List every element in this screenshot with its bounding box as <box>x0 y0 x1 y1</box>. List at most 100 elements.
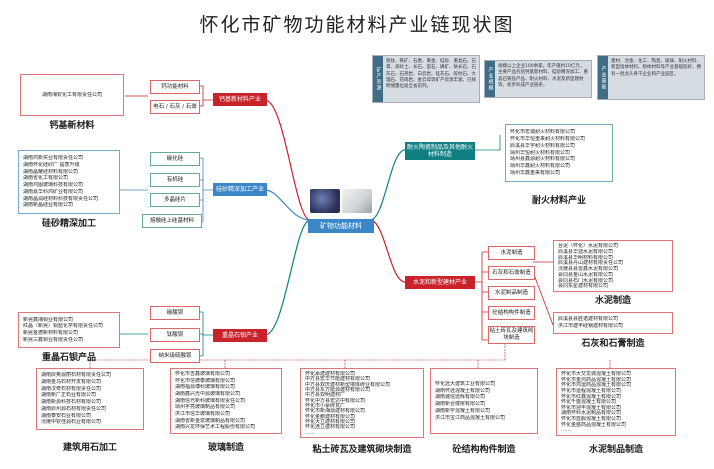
company-name: 湖南泰安石业有限公司 <box>41 412 92 419</box>
company-box-concrete-structure: 怀化远大建筑工业有限公司 湖南怀远混凝土有限公司 湖南诚信远辉有限公司 湖南新合… <box>430 368 538 434</box>
group-label-glass: 玻璃制造 <box>207 443 244 453</box>
company-name: 辰溪县华宇耐火材料有限公司 <box>510 142 576 149</box>
company-box-glass: 怀化市吉鑫玻璃有限公司 怀化市信德泰玻璃有限公司 湖南福源博科玻璃有限公司 湖南… <box>170 368 282 434</box>
company-name: 湖南嘉华科鸿矿业有限公司 <box>23 188 84 195</box>
company-box-cement-products: 怀化市大交龙城混凝土有限公司 怀化市金鸿商品混凝土有限公司 怀化市鸿运商品混凝土… <box>556 368 676 436</box>
company-name: 辰溪县华明材料有限公司 <box>558 254 614 261</box>
company-name: 怀化市鸿运商品混凝土有限公司 <box>561 382 632 388</box>
company-name: 怀化金盛商品混凝土有限公司 <box>561 421 627 428</box>
category-silica[interactable]: 硅砂精深加工产业 <box>213 183 267 196</box>
company-name: 湖南晶耀硅材料有限公司 <box>23 168 79 175</box>
company-box-stone: 湖南辰奥源丽石材有限责任公司 湖南金马石材开发有限公司 湖南汉奇石材有限责任公司… <box>36 368 144 430</box>
company-name: 怀化市新湘源建材有限公司 <box>305 408 366 414</box>
leaf-silica-3[interactable]: 多晶硅片 <box>150 193 200 207</box>
company-name: 湖南金马石材开发有限公司 <box>41 378 102 385</box>
leaf-cement-3[interactable]: 水泥制品制造 <box>488 286 535 300</box>
company-name: 湖南鑫兴光中源玻璃有限公司 <box>175 391 241 397</box>
company-name: 湖南新宇混凝土有限公司 <box>435 407 491 414</box>
company-name: 怀化市蓝舰混凝土有限公司 <box>561 416 622 422</box>
company-box-cement: 台泥（怀化）水泥有限公司 辰溪县华迪水泥有限公司 辰溪县华明材料有限公司 辰溪县… <box>553 240 673 292</box>
company-name: 怀化中方县宏达中有限公司 <box>305 397 366 403</box>
leaf-silica-2[interactable]: 有机硅 <box>150 173 200 187</box>
leaf-barite-2[interactable]: 钛酸钡 <box>150 328 200 342</box>
mineral-image <box>310 189 340 213</box>
company-box-silica: 湖南鸿新实业有限责任公司 湖南怀化硅砂厂 提质升级 湖南晶耀硅材料有限公司 湖南… <box>18 150 120 214</box>
group-label-barite: 重晶石钡产品 <box>41 353 96 363</box>
company-name: 湖南诚信远辉有限公司 <box>435 394 486 401</box>
leaf-cement-5[interactable]: 粘土砖瓦及建筑砌块制造 <box>488 326 535 344</box>
leaf-cement-4[interactable]: 砼结构构件制造 <box>488 306 535 320</box>
company-name: 湖南新源科技石材有限公司 <box>41 399 102 405</box>
company-name: 怀化金鹏建材有限公司 <box>305 413 356 419</box>
company-name: …… <box>561 427 571 434</box>
leaf-silica-1[interactable]: 碳化硅 <box>150 152 200 166</box>
company-name: 新晃三鑫钡业有限责任公司 <box>23 336 84 343</box>
company-name: 湖南新合楼房有限公司 <box>435 401 486 407</box>
center-label: 矿物功能材料 <box>308 219 374 233</box>
company-name: 怀化市金鸿商品混凝土有限公司 <box>561 376 632 383</box>
info-text: 钒钛、铁矿、石墨、黄金、硅砂、重晶石、石膏、高岭土、长石、萤石、磷矿、钠长石、石… <box>386 59 476 90</box>
leaf-cement-2[interactable]: 石灰和石膏制造 <box>488 266 535 280</box>
company-name: 湖南信光新科玻璃有限责任公司 <box>175 397 246 404</box>
company-name: 湖南怀科水泥制品有限公司 <box>561 410 622 417</box>
company-name: 洪江市信华玻璃有限公司 <box>175 411 231 418</box>
company-name: 沅陵县县雷鑫水泥有限公司 <box>558 266 619 272</box>
group-label-stone: 建筑用石加工 <box>62 443 117 453</box>
group-label-cement: 水泥制造 <box>594 296 631 306</box>
company-name: 辰溪县丹山建材有限责任公司 <box>558 260 624 266</box>
company-name: 湖南辰奥源丽石材有限责任公司 <box>41 372 112 378</box>
category-cement[interactable]: 水泥和新型建材产业 <box>405 276 475 289</box>
category-refractory[interactable]: 耐火陶瓷制品及其他耐火材料制造 <box>405 142 475 160</box>
company-box-calcium: 湖南湘钦化工有限责任公司 <box>20 74 124 116</box>
company-name: 新晃金德新材料有限公司 <box>23 330 79 336</box>
category-barite[interactable]: 重晶石钡产业 <box>213 329 267 342</box>
group-label-silica: 硅砂精深加工 <box>41 219 96 229</box>
company-name: 怀化市运程混凝土有限公司 <box>561 387 622 394</box>
company-name: 怀化市华恒重来耐火材料有限公司 <box>510 136 586 143</box>
company-name: 靖州宇亮玻璃制品有限公司 <box>175 404 236 411</box>
company-name: 怀化大立建材有限公司 <box>305 418 356 425</box>
company-name: 湖南省新金泉玻璃制品有限公司 <box>175 417 246 424</box>
info-box-scale: 产业规模 规模以上企业100余家，年产值约10亿元，主要产品包括钙基新材料、硅砂… <box>484 60 592 98</box>
company-box-barite: 新晃鑫湘钡业有限公司 红晶（新晃）钡盐化学有限责任公司 新晃金德新材料有限公司 … <box>18 312 120 348</box>
company-name: 辰溪县县胜诺建材有限公司 <box>558 316 619 323</box>
company-box-brick: 怀化承建建材有限公司 中方县宏华节能建材有限公司 中方县双庆建材新型墙体砖业有限… <box>300 368 424 438</box>
group-label-concrete-structure: 砼结构构件制造 <box>452 445 516 455</box>
company-name: 怀化市吉鑫玻璃有限公司 <box>175 370 231 377</box>
company-name: 怀化承建建材有限公司 <box>305 371 356 377</box>
company-name: 会同东星建材有限公司 <box>558 283 609 289</box>
leaf-silica-4[interactable]: 熔融硅上硅基材料 <box>142 214 202 228</box>
company-name: …… <box>305 429 315 435</box>
leaf-barite-1[interactable]: 碳酸钡 <box>150 306 200 320</box>
leaf-cement-1[interactable]: 水泥制造 <box>488 246 535 260</box>
company-name: 怀化市小豪砖瓦厂 <box>305 403 346 409</box>
company-name: 怀化远大建筑工业有限公司 <box>435 380 496 387</box>
company-name: 洪江市宝江商品混凝土有限公司 <box>435 414 506 421</box>
info-text: 建材、冶金、化工、陶瓷、玻璃、耐火材料、新型墙体材料、粉体材料等产业基础较好，拥… <box>611 59 701 77</box>
category-calcium[interactable]: 钙基新材料产业 <box>213 93 267 106</box>
company-name: 台泥（怀化）水泥有限公司 <box>558 243 619 249</box>
company-name: 沅陵中钦佳源石业有限公司 <box>41 419 102 426</box>
company-name: 怀化千盛混凝土有限公司 <box>561 399 617 405</box>
center-node[interactable]: 矿物功能材料 <box>308 185 374 243</box>
group-label-brick: 粘土砖瓦及建筑砌块制造 <box>312 445 412 455</box>
company-name: 靖州县鑫源耐火材料有限公司 <box>510 156 576 163</box>
company-name: 湖南鸿图玻璃科技有限公司 <box>23 182 84 188</box>
company-box-gypsum: 辰溪县县胜诺建材有限公司 洪江市建丰硅钢建材有限公司 <box>553 312 673 334</box>
group-label-cement-products: 水泥制品制造 <box>588 445 643 455</box>
leaf-barite-3[interactable]: 纳米级硫酸钡 <box>150 349 200 363</box>
company-name: 怀化连立建材有限公司 <box>305 424 356 430</box>
leaf-calcium-1[interactable]: 钙功能材料 <box>150 80 200 94</box>
company-name: 洪江市建丰硅钢建材有限公司 <box>558 323 624 329</box>
company-name: 湖南晶润硅材料科技有限责任公司 <box>23 195 99 202</box>
company-name: 湖南怀化硅砂厂 提质升级 <box>23 161 80 168</box>
info-tag: 矿产资源 <box>373 56 383 102</box>
company-name: 会同县金山水泥有限公司 <box>558 271 614 278</box>
company-name: 怀化市迎丰混凝土有限公司 <box>561 404 622 411</box>
leaf-calcium-2[interactable]: 电石 / 石灰 / 石膏 <box>150 100 200 114</box>
group-label-gypsum: 石灰和石膏制造 <box>581 339 645 349</box>
company-name: 湖南湘钦化工有限责任公司 <box>41 91 102 98</box>
company-name: 湖南汉奇石材有限责任公司 <box>41 385 102 392</box>
page-title: 怀化市矿物功能材料产业链现状图 <box>199 14 515 36</box>
company-name: 湖南鸿新实业有限责任公司 <box>23 155 84 161</box>
